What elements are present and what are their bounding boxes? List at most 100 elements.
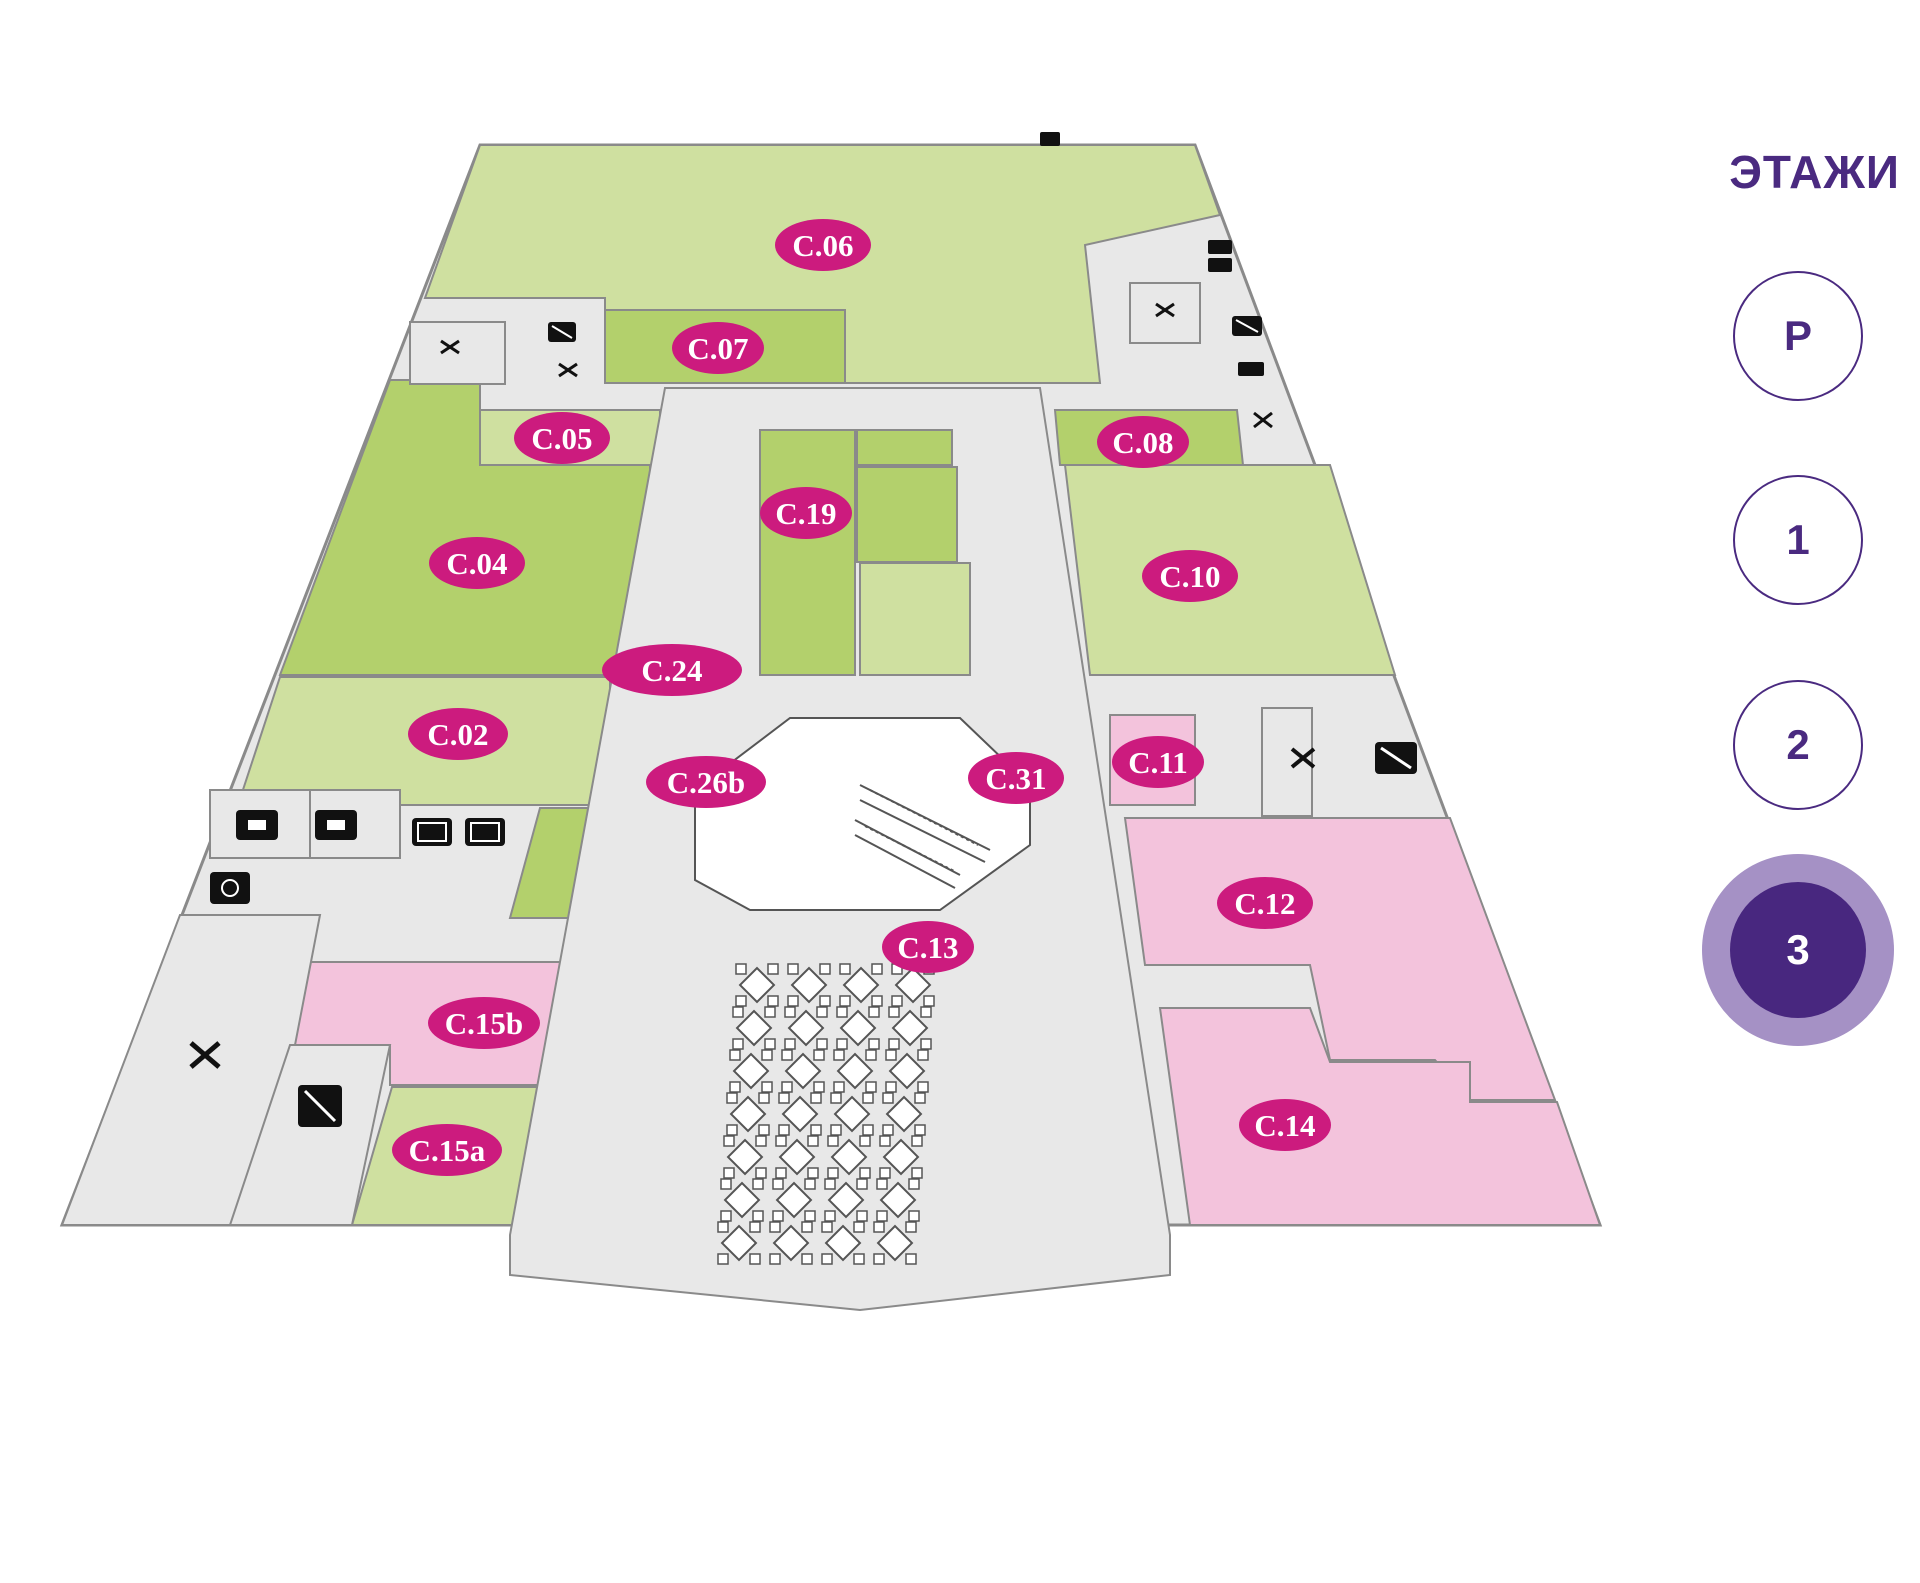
service-icon <box>1290 747 1316 769</box>
table-icon <box>888 1006 932 1050</box>
stairs-icon <box>548 322 576 342</box>
room-label-c08[interactable]: C.08 <box>1097 416 1189 468</box>
room-label-c14[interactable]: C.14 <box>1239 1099 1331 1151</box>
table-icon <box>836 1006 880 1050</box>
room-label-c15b[interactable]: C.15b <box>428 997 540 1049</box>
table-icon <box>891 963 935 1007</box>
room-label-c07[interactable]: C.07 <box>672 322 764 374</box>
escalator-icon <box>854 784 991 889</box>
room-label-badge <box>1142 550 1238 602</box>
room-label-text: C.24 <box>641 653 702 688</box>
room-label-c31[interactable]: C.31 <box>968 752 1064 804</box>
room-label-badge <box>968 752 1064 804</box>
room-label-c04[interactable]: C.04 <box>429 537 525 589</box>
service-icon <box>1155 302 1175 318</box>
service-icon <box>440 339 460 355</box>
table-icon <box>726 1092 770 1136</box>
room-label-c10[interactable]: C.10 <box>1142 550 1238 602</box>
room-label-text: C.13 <box>897 930 958 965</box>
room-label-badge <box>1217 877 1313 929</box>
room-label-text: C.08 <box>1112 425 1173 460</box>
elevator-icon <box>1238 362 1264 376</box>
room-label-badge <box>602 644 742 696</box>
elevator-icon <box>1208 258 1232 272</box>
room-label-badge <box>392 1124 502 1176</box>
room-label-text: C.02 <box>427 717 488 752</box>
elevator-icon <box>465 818 505 846</box>
service-icon <box>189 1041 221 1069</box>
room-c19-top <box>759 429 856 676</box>
room-label-text: C.31 <box>985 761 1046 796</box>
stairs-icon <box>1232 316 1262 336</box>
floor-button-1[interactable]: 1 <box>1733 475 1863 605</box>
stairs-room-bottom <box>228 1044 392 1226</box>
room-label-c15a[interactable]: C.15a <box>392 1124 502 1176</box>
room-label-text: C.15b <box>445 1006 523 1041</box>
room-label-text: C.12 <box>1234 886 1295 921</box>
room-label-badge <box>646 756 766 808</box>
table-icon <box>787 963 831 1007</box>
room-label-text: C.04 <box>446 546 507 581</box>
table-icon <box>882 1092 926 1136</box>
room-labels: C.06C.07C.05 C.08C.04 C.19C.10C.24C.02C.26… <box>392 219 1331 1176</box>
service-room-right <box>1129 282 1201 344</box>
elevator-icon <box>1208 240 1232 254</box>
stairs-icon <box>1040 132 1060 146</box>
toilet-icon <box>315 810 357 840</box>
room-label-text: C.10 <box>1159 559 1220 594</box>
table-icon <box>717 1221 761 1265</box>
accessible-icon <box>210 872 250 904</box>
room-label-text: C.26b <box>667 765 745 800</box>
table-icon <box>778 1092 822 1136</box>
table-icon <box>876 1178 920 1222</box>
room-label-text: C.11 <box>1128 745 1187 780</box>
room-label-c13[interactable]: C.13 <box>882 921 974 973</box>
table-icon <box>839 963 883 1007</box>
table-icon <box>821 1221 865 1265</box>
room-label-badge <box>882 921 974 973</box>
room-label-text: C.15a <box>409 1133 486 1168</box>
room-label-c26b[interactable]: C.26b <box>646 756 766 808</box>
room-label-c24[interactable]: C.24 <box>602 644 742 696</box>
service-icon <box>558 362 578 378</box>
room-c19-d-top <box>859 562 971 676</box>
table-icon <box>769 1221 813 1265</box>
room-label-text: C.06 <box>792 228 853 263</box>
stairs-icon <box>1375 742 1417 774</box>
floor-button-3[interactable]: 3 <box>1730 882 1866 1018</box>
room-label-badge <box>408 708 508 760</box>
service-icon <box>1253 411 1273 429</box>
room-label-c02[interactable]: C.02 <box>408 708 508 760</box>
room-label-badge <box>775 219 871 271</box>
room-label-badge <box>1097 416 1189 468</box>
room-label-badge <box>514 412 610 464</box>
room-label-badge <box>429 537 525 589</box>
floor-button-2[interactable]: 2 <box>1733 680 1863 810</box>
room-label-c19[interactable]: C.19 <box>760 487 852 539</box>
room-c19-b-top <box>856 429 953 466</box>
room-label-badge <box>1112 736 1204 788</box>
table-icon <box>824 1178 868 1222</box>
room-label-badge <box>428 997 540 1049</box>
room-label-text: C.07 <box>687 331 748 366</box>
service-room-c11-side <box>1261 707 1313 817</box>
room-label-c05[interactable]: C.05 <box>514 412 610 464</box>
room-c14[interactable] <box>1158 1007 1602 1226</box>
table-icon <box>879 1135 923 1179</box>
table-icon <box>775 1135 819 1179</box>
toilet-icon <box>236 810 278 840</box>
elevator-icon <box>412 818 452 846</box>
table-icon <box>781 1049 825 1093</box>
room-label-badge <box>1239 1099 1331 1151</box>
table-icon <box>735 963 779 1007</box>
table-icon <box>833 1049 877 1093</box>
atrium-void <box>694 717 1031 911</box>
room-label-c12[interactable]: C.12 <box>1217 877 1313 929</box>
table-icon <box>772 1178 816 1222</box>
room-label-badge <box>760 487 852 539</box>
table-icon <box>720 1178 764 1222</box>
floor-button-p[interactable]: P <box>1733 271 1863 401</box>
room-label-c11[interactable]: C.11 <box>1112 736 1204 788</box>
room-label-text: C.14 <box>1254 1108 1315 1143</box>
room-label-c06[interactable]: C.06 <box>775 219 871 271</box>
